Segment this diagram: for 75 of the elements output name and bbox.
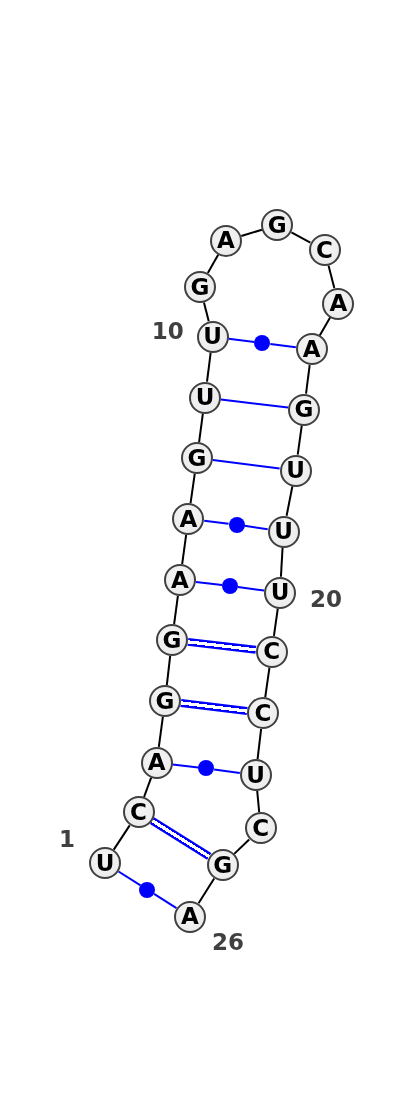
backbone-line (290, 231, 312, 244)
backbone-line (264, 666, 271, 699)
nucleotide-circle: U (189, 381, 221, 414)
nucleotide-circle: C (308, 234, 341, 266)
base-pair-line (117, 870, 142, 887)
base-pair-line (269, 343, 297, 349)
nucleotide-circle: U (89, 847, 121, 879)
base-pair-dot (222, 578, 238, 594)
nucleotide-circle: C (255, 635, 288, 668)
nucleotide-circle: A (164, 564, 196, 596)
nucleotide-circle: C (122, 796, 155, 828)
backbone-line (296, 424, 303, 456)
base-pair-line (180, 698, 248, 716)
nucleotide-circle: A (295, 333, 328, 366)
nucleotide-circle: U (279, 454, 312, 487)
backbone-line (256, 727, 263, 761)
backbone-line (206, 351, 212, 383)
nucleotide-circle: U (239, 759, 272, 791)
backbone-line (272, 607, 279, 637)
backbone-line (240, 228, 263, 237)
backbone-line (318, 316, 332, 337)
position-number: 20 (310, 587, 342, 611)
base-pair-line (149, 817, 212, 860)
nucleotide-circle: C (244, 812, 277, 845)
backbone-line (189, 472, 196, 505)
nucleotide-circle: G (184, 271, 216, 303)
backbone-line (279, 546, 284, 578)
backbone-line (112, 824, 131, 851)
base-pair-line (211, 459, 281, 470)
nucleotide-circle: U (264, 576, 296, 609)
nucleotide-circle: A (210, 224, 242, 257)
nucleotide-circle: U (196, 320, 229, 353)
position-number: 26 (212, 930, 244, 954)
base-pair-line (213, 768, 241, 774)
base-pair-line (219, 398, 290, 409)
backbone-line (181, 533, 188, 566)
base-pair-line (236, 586, 266, 592)
nucleotide-circle: A (172, 503, 205, 535)
base-pair-line (153, 892, 178, 910)
base-pair-line (187, 637, 257, 654)
nucleotide-circle: C (247, 697, 279, 729)
backbone-line (165, 654, 172, 687)
backbone-line (327, 264, 336, 289)
base-pair-dot (228, 516, 245, 533)
backbone-line (143, 776, 153, 798)
base-pair-line (194, 580, 224, 587)
base-pair-line (243, 524, 269, 531)
position-number: 10 (151, 319, 184, 343)
nucleotide-circle: U (267, 515, 300, 548)
nucleotide-circle: G (288, 393, 320, 426)
nucleotide-circle: G (261, 209, 294, 241)
base-pair-line (227, 337, 256, 343)
nucleotide-circle: A (322, 287, 355, 320)
backbone-line (206, 253, 220, 275)
nucleotide-circle: G (181, 442, 213, 474)
position-number: 1 (59, 827, 75, 851)
backbone-line (173, 594, 179, 626)
nucleotide-circle: G (156, 624, 188, 656)
backbone-line (202, 301, 210, 323)
backbone-line (233, 838, 251, 855)
nucleotide-circle: G (206, 849, 239, 881)
base-pair-line (171, 763, 200, 769)
base-pair-dot (198, 760, 215, 777)
backbone-line (305, 364, 311, 395)
backbone-line (256, 789, 261, 814)
nucleotide-circle: G (149, 685, 181, 717)
backbone-line (157, 715, 164, 748)
nucleotide-circle: A (140, 746, 173, 779)
base-pair-dot (254, 335, 271, 351)
backbone-line (197, 877, 216, 905)
backbone-line (198, 412, 204, 444)
backbone-line (285, 485, 294, 517)
base-pair-dot (139, 881, 156, 898)
base-pair-line (203, 519, 230, 525)
nucleotide-circle: A (174, 900, 206, 933)
